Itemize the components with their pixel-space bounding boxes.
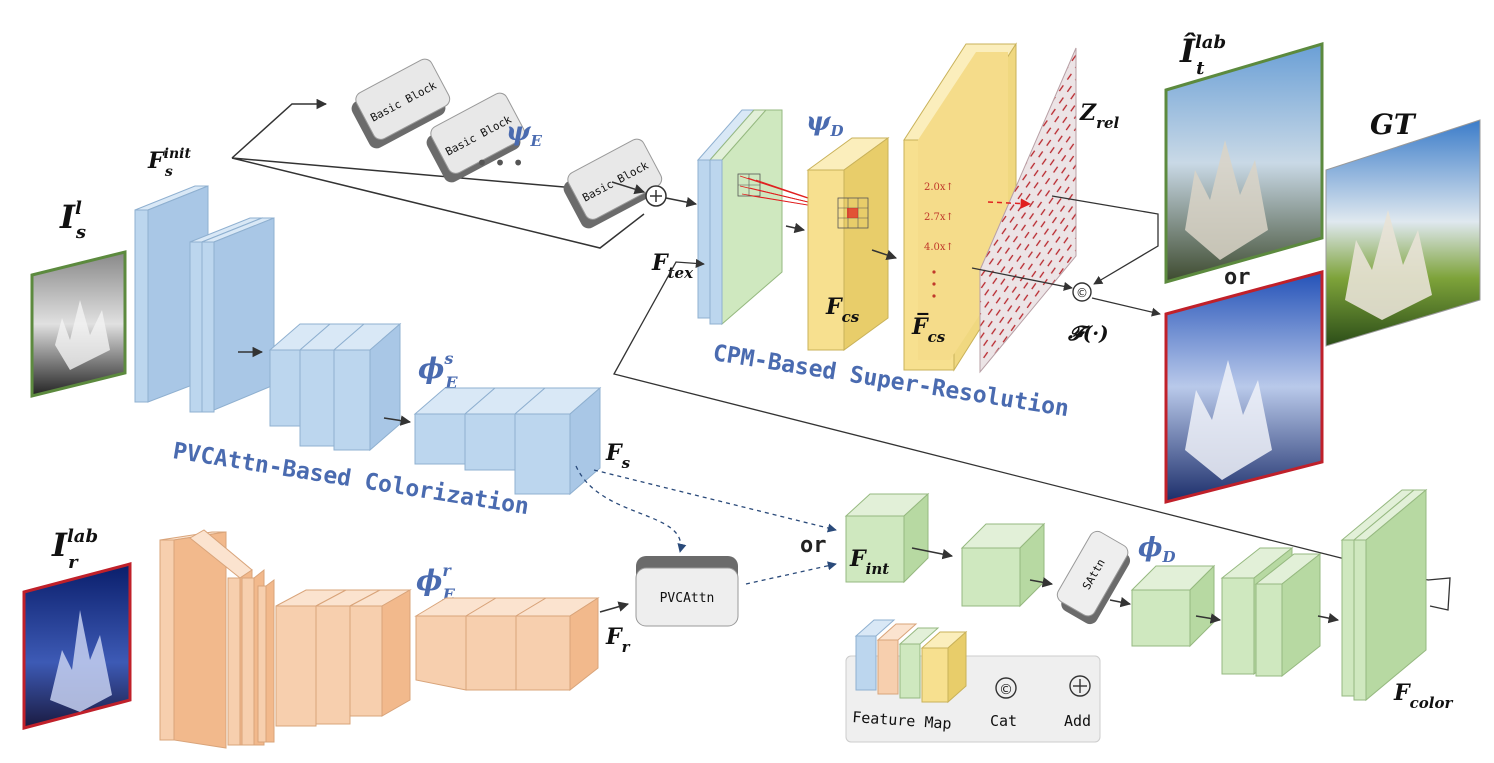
add-operator-icon bbox=[645, 185, 667, 207]
f-cs-bar-label: F̅cs bbox=[911, 312, 946, 346]
basic-block-1: Basic Block bbox=[351, 58, 451, 149]
psi-d-label: ψD bbox=[806, 107, 844, 140]
line-zrel-to-cat bbox=[1051, 195, 1159, 285]
psi-e-label: ψE bbox=[506, 117, 542, 150]
legend-add-icon bbox=[1069, 675, 1091, 697]
legend-cat-icon: © bbox=[995, 677, 1017, 699]
fs-label: Fs bbox=[605, 440, 631, 472]
pvcattn-label: PVCAttn bbox=[660, 591, 715, 606]
feedback-loop-line bbox=[613, 258, 1429, 581]
dashed-pvcattn-to-fint bbox=[745, 561, 837, 585]
arrow-cat-to-output bbox=[1091, 297, 1161, 317]
arrow-fint-to-cube2 bbox=[911, 547, 954, 560]
phi-er-block bbox=[275, 589, 412, 727]
scale-dots bbox=[932, 270, 936, 298]
f-color-label: Fcolor bbox=[1393, 680, 1453, 712]
z-rel-plane bbox=[979, 47, 1077, 374]
orange-encoder-slab-1 bbox=[159, 531, 227, 749]
basic-block-2: Basic Block bbox=[426, 92, 526, 183]
phi-es-block bbox=[268, 322, 402, 452]
green-cube-2 bbox=[960, 522, 1046, 608]
scale-label-1: 2.0x↑ bbox=[924, 182, 954, 193]
legend-cat-label: Cat bbox=[990, 712, 1017, 730]
arrow-basic-to-add bbox=[611, 181, 646, 195]
f-int-cube bbox=[844, 492, 930, 584]
legend-feature-map-icon bbox=[854, 619, 968, 704]
arrow-add-to-ftex bbox=[665, 196, 698, 208]
svg-text:©: © bbox=[999, 682, 1013, 698]
or-label-fusion: or bbox=[800, 533, 827, 558]
fusion-label: 𝓕(·) bbox=[1067, 321, 1109, 345]
z-rel-label: Zrel bbox=[1079, 100, 1120, 132]
arrow-block4-to-fcolor bbox=[1317, 612, 1340, 624]
phi-d-label: ϕD bbox=[1138, 533, 1176, 566]
orange-encoder-slab-2 bbox=[189, 529, 275, 746]
arrow-cube2-to-sattn bbox=[1029, 577, 1054, 588]
arrow-to-fs-block bbox=[383, 415, 412, 426]
green-block-4 bbox=[1220, 546, 1322, 678]
arrow-sattn-to-cube3 bbox=[1109, 596, 1132, 608]
basic-block-ellipsis: • • • bbox=[476, 151, 524, 175]
basic-block-3: Basic Block bbox=[563, 138, 663, 229]
gt-image bbox=[1325, 119, 1481, 347]
blue-encoder-slab-2 bbox=[189, 217, 275, 413]
cat-operator-icon: © bbox=[1072, 282, 1092, 302]
arrow-fcs-to-fcsbar bbox=[871, 249, 897, 260]
svg-text:©: © bbox=[1076, 286, 1088, 300]
dashed-fs-to-fint bbox=[593, 469, 837, 533]
or-label-output: or bbox=[1224, 265, 1251, 290]
output-image-top bbox=[1164, 41, 1324, 284]
f-int-label: Fint bbox=[849, 546, 889, 578]
gt-label: GT bbox=[1370, 108, 1417, 141]
f-color-feature-map bbox=[1340, 488, 1428, 702]
fr-label: Fr bbox=[605, 624, 631, 656]
arrow-cube3-to-block4 bbox=[1195, 613, 1222, 624]
sattn-block[interactable]: SAttn bbox=[1051, 529, 1136, 627]
f-cs-feature-map bbox=[806, 137, 890, 351]
legend-panel: Feature Map © Cat Add bbox=[845, 619, 1101, 743]
scale-label-3: 4.0x↑ bbox=[924, 242, 954, 253]
dashed-red-arrow bbox=[987, 198, 1032, 209]
dashed-fs-to-pvcattn bbox=[575, 465, 687, 553]
scale-label-2: 2.7x↑ bbox=[924, 212, 954, 223]
f-tex-feature-map bbox=[696, 109, 783, 326]
fr-block bbox=[414, 597, 600, 692]
pvcattn-block[interactable]: PVCAttn bbox=[635, 556, 739, 627]
line-fcsbar-to-cat bbox=[971, 267, 1073, 291]
arrow-init-to-basic bbox=[231, 98, 328, 159]
input-reference-image bbox=[22, 562, 132, 730]
skip-line-lower bbox=[231, 157, 645, 249]
super-resolution-section-title: CPM-Based Super-Resolution bbox=[711, 340, 1071, 422]
input-gray-image bbox=[30, 250, 127, 398]
arrow-ftex-to-fcs bbox=[785, 222, 806, 234]
arrow-fr-to-pvcattn bbox=[599, 601, 630, 613]
f-tex-label: Ftex bbox=[651, 250, 694, 282]
loop-right-connector bbox=[1427, 577, 1451, 611]
fs-block bbox=[413, 386, 602, 496]
green-cube-3 bbox=[1130, 564, 1216, 648]
output-image-bottom bbox=[1164, 270, 1324, 504]
f-cs-label: Fcs bbox=[825, 294, 860, 326]
legend-add-label: Add bbox=[1064, 712, 1091, 730]
